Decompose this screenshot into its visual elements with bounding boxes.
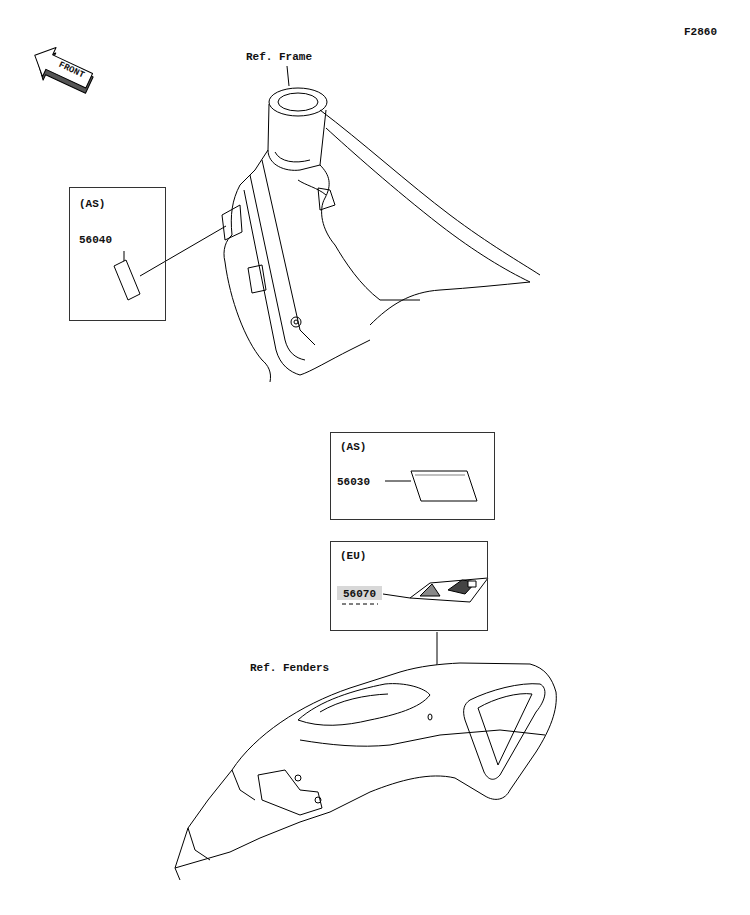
reference-label: Ref. Fenders: [250, 662, 329, 674]
region-code: (AS): [79, 198, 105, 210]
callout-number: 56030: [337, 476, 370, 488]
callout-box: (EU) 56070: [330, 541, 488, 631]
callout-box: (AS) 56030: [330, 432, 495, 520]
callout-number: 56040: [79, 234, 112, 246]
reference-label: Ref. Frame: [246, 51, 312, 63]
region-code: (AS): [340, 441, 366, 453]
callout-box: (AS) 56040: [69, 187, 166, 321]
callout-number: 56070: [343, 588, 376, 600]
front-arrow: [27, 41, 98, 99]
frame-illustration: [222, 66, 540, 382]
region-code: (EU): [340, 550, 366, 562]
figure-number: F2860: [684, 26, 717, 38]
fender-illustration: [175, 663, 556, 880]
